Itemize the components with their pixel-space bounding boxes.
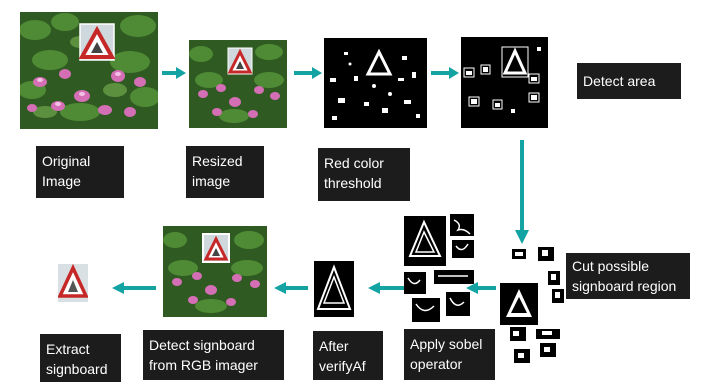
arrow-sobel-to-verify [368, 282, 404, 294]
label-detect-area: Detect area [577, 63, 681, 99]
label-apply-sobel-operator: Apply sobel operator [404, 329, 495, 380]
label-after-verifyaf: After verifyAf [313, 331, 383, 380]
label-cut-possible-signboard-region: Cut possible signboard region [566, 253, 690, 299]
label-original-image: Original Image [36, 146, 124, 198]
arrow-resized-to-threshold [294, 67, 322, 79]
arrow-original-to-resized [162, 67, 186, 79]
detected-rgb-image [163, 226, 267, 317]
arrow-detected-to-extract [112, 282, 156, 294]
after-verify-image [314, 261, 354, 317]
cut-regions-image [496, 245, 568, 377]
detect-area-image [461, 37, 548, 128]
extracted-signboard-image [58, 264, 88, 302]
arrow-detect-to-cut [515, 140, 529, 244]
resized-image [189, 40, 287, 128]
red-threshold-image [324, 38, 427, 128]
label-extract-signboard: Extract signboard [40, 334, 121, 382]
sobel-output-image [404, 212, 490, 324]
label-red-color-threshold: Red color threshold [318, 148, 410, 201]
arrow-verify-to-detected [274, 282, 308, 294]
label-detect-signboard-rgb: Detect signboard from RGB imager [143, 330, 284, 380]
arrow-threshold-to-detect [431, 67, 459, 79]
label-resized-image: Resized image [186, 146, 264, 198]
arrow-cut-to-sobel [466, 282, 496, 294]
original-image [20, 12, 158, 129]
